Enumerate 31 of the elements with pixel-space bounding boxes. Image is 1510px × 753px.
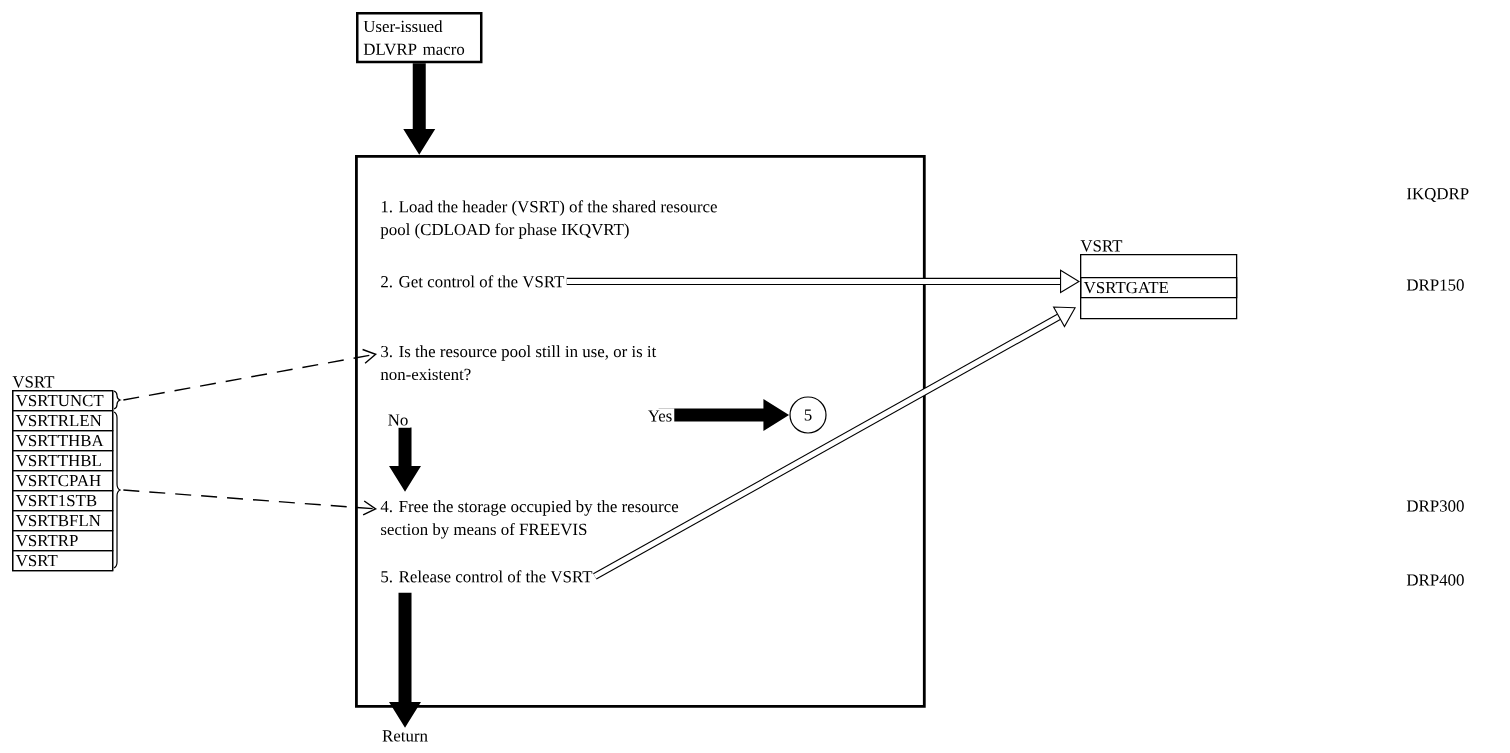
process-box (355, 155, 926, 708)
node-label: VSRT (12, 376, 55, 388)
step-text: 3. Is the resource pool still in use, or is it non-existent? (380, 345, 657, 381)
hollow-arrow (566, 269, 1080, 294)
table-row: VSRTBFLN (12, 510, 114, 532)
edge-label: No (385, 412, 411, 428)
return-text: Return (382, 730, 428, 742)
table-row: VSRTTHBA (12, 430, 114, 452)
brace (113, 411, 121, 569)
table-row: VSRTRLEN (12, 410, 114, 432)
table-row: VSRTUNCT (12, 390, 114, 412)
module-label: IKQDRP (1406, 188, 1469, 202)
node-label: VSRT (1080, 240, 1123, 252)
brace (113, 390, 121, 410)
module-label: DRP400 (1406, 574, 1464, 586)
step-text: 1. Load the header (VSRT) of the shared resource pool (CDLOAD for phase IKQVRT) (380, 200, 717, 239)
table-row: VSRTGATE (1080, 277, 1238, 299)
table-row: VSRTRP (12, 530, 114, 552)
start-box: User-issued DLVRP macro (356, 12, 483, 64)
table-row: VSRT1STB (12, 490, 114, 512)
table-row: VSRT (12, 550, 114, 572)
module-label: DRP300 (1406, 500, 1464, 512)
table-row: VSRTCPAH (12, 470, 114, 492)
hollow-arrow (593, 306, 1076, 580)
table-row: VSRTTHBL (12, 450, 114, 472)
step-text: 4. Free the storage occupied by the resource section by means of FREEVIS (380, 500, 679, 539)
dashed-arrow (122, 489, 377, 516)
module-label: DRP150 (1406, 279, 1464, 291)
edge-label: Yes (645, 408, 675, 424)
step-text: 2. Get control of the VSRT (381, 275, 565, 288)
step-text: 5. Release control of the VSRT (381, 570, 593, 583)
